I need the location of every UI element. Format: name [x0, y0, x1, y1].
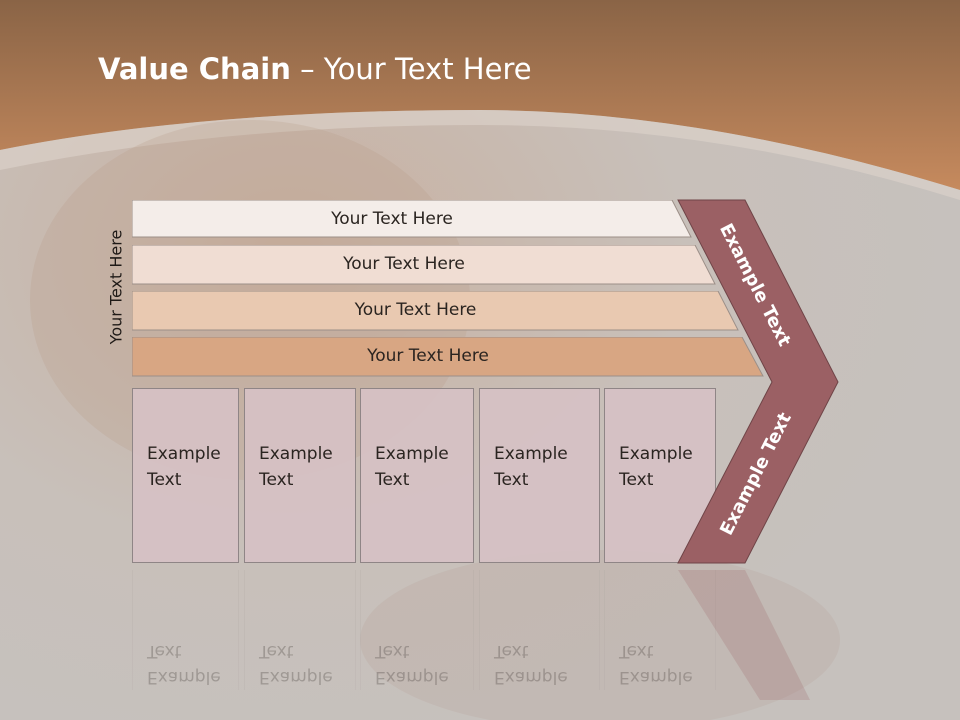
column-5: Example Text	[604, 388, 716, 563]
bar-3: Your Text Here	[132, 291, 739, 331]
column-1: Example Text	[132, 388, 239, 563]
column-4: Example Text	[479, 388, 600, 563]
bar-2-fill	[132, 245, 716, 285]
bar-2-label: Your Text Here	[343, 254, 465, 274]
title-rest: – Your Text Here	[290, 52, 532, 86]
slide-title: Value Chain – Your Text Here	[98, 52, 532, 86]
column-3: Example Text	[360, 388, 474, 563]
column-2: Example Text	[244, 388, 356, 563]
title-bold: Value Chain	[98, 52, 291, 86]
bar-4-fill	[132, 337, 764, 377]
bar-2: Your Text Here	[132, 245, 716, 285]
bar-1-fill	[132, 200, 692, 238]
bar-1-label: Your Text Here	[331, 209, 453, 229]
bar-1: Your Text Here	[132, 200, 692, 238]
bar-3-shape	[132, 291, 739, 331]
bar-4-shape	[132, 337, 764, 377]
bar-1-shape	[132, 200, 692, 238]
bar-3-fill	[132, 291, 739, 331]
bar-4: Your Text Here	[132, 337, 764, 377]
bar-4-label: Your Text Here	[367, 346, 489, 366]
bar-3-label: Your Text Here	[354, 300, 477, 320]
bar-2-shape	[132, 245, 716, 285]
